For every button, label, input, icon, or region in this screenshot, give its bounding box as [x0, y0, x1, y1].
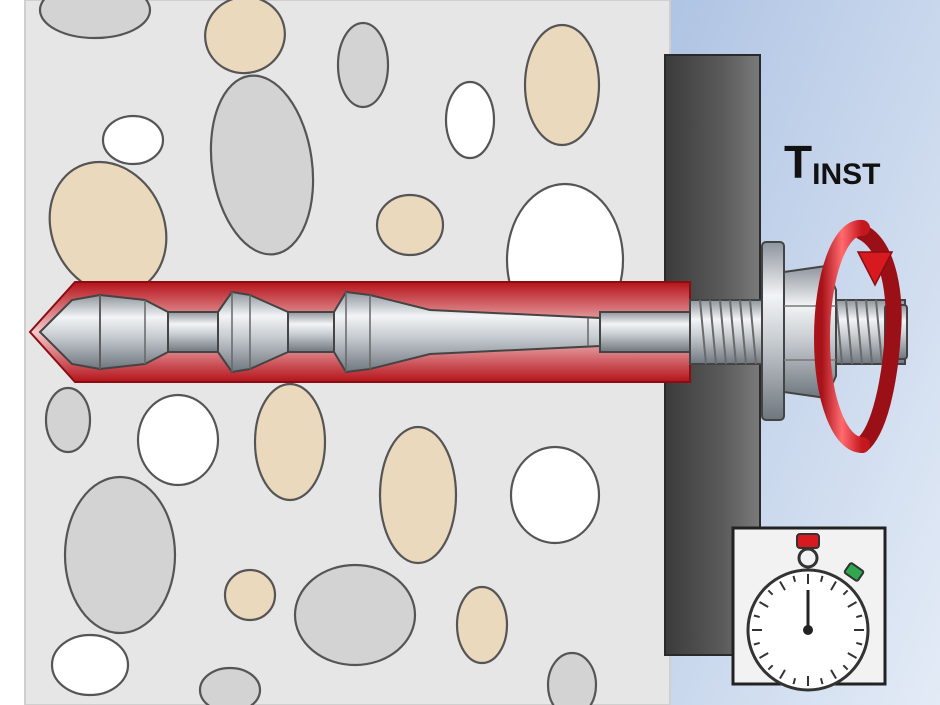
stone [38, 0, 152, 40]
stopwatch-tick [779, 669, 786, 679]
stone [136, 393, 220, 487]
stopwatch-tick [767, 664, 774, 671]
aggregate-stones [38, 0, 625, 705]
stone [101, 114, 165, 166]
thread [719, 299, 727, 365]
stone [50, 633, 130, 697]
stopwatch-tick [819, 678, 824, 685]
stone [546, 651, 598, 705]
stone [253, 382, 327, 502]
circular-arrow-icon [813, 220, 902, 453]
stone [223, 568, 277, 622]
torque-subscript: INST [812, 158, 880, 191]
stone [63, 475, 177, 635]
stopwatch-tick [842, 664, 849, 671]
stopwatch-pivot [803, 625, 813, 635]
stopwatch-tick [830, 669, 837, 679]
thread [709, 299, 717, 365]
thread [845, 299, 853, 365]
stopwatch-tick [819, 575, 824, 582]
thread [729, 299, 737, 365]
stone [204, 0, 286, 75]
torque-label: TINST [784, 136, 880, 191]
anchor-rod [38, 290, 691, 374]
stone [378, 425, 458, 565]
torque-symbol: T [784, 136, 812, 188]
thread [875, 299, 883, 365]
anchor-cone [99, 293, 169, 371]
stopwatch-tick [792, 678, 797, 685]
stopwatch-tick [792, 575, 797, 582]
stopwatch-loop [797, 547, 819, 569]
stone [44, 386, 92, 454]
anchor-neck [167, 311, 219, 353]
stone [198, 666, 262, 705]
thread [749, 299, 757, 365]
stone [209, 74, 315, 256]
stopwatch-tick [779, 581, 786, 591]
torque-ring-front [813, 220, 870, 453]
stopwatch-tick [753, 614, 760, 619]
torque-arrowhead [856, 251, 894, 287]
stopwatch-tick [830, 581, 837, 591]
stopwatch-tick [847, 652, 857, 659]
stone [293, 563, 417, 667]
stone [523, 23, 601, 147]
stopwatch-tick [767, 589, 774, 596]
stone [455, 585, 509, 665]
stopwatch-tick [847, 601, 857, 608]
stopwatch-tick [842, 589, 849, 596]
stopwatch-crown [796, 533, 820, 549]
stopwatch-tick [759, 652, 769, 659]
stopwatch-tick [753, 641, 760, 646]
stopwatch-button [843, 562, 865, 582]
stopwatch-tick [856, 641, 863, 646]
stopwatch-tick [856, 614, 863, 619]
thread [699, 299, 707, 365]
stone [336, 21, 390, 109]
stone [375, 193, 445, 257]
anchor-shaft [599, 311, 691, 353]
thread [855, 299, 863, 365]
stopwatch-tick [759, 601, 769, 608]
stone [509, 445, 601, 545]
stopwatch-icon [731, 526, 887, 692]
anchor-neck [287, 311, 335, 353]
thread [865, 299, 873, 365]
stopwatch-ticks [752, 574, 864, 686]
thread [739, 299, 747, 365]
cone-highlights [99, 292, 589, 372]
thread-lines [699, 299, 883, 365]
washer [761, 241, 785, 421]
stone [444, 80, 496, 160]
